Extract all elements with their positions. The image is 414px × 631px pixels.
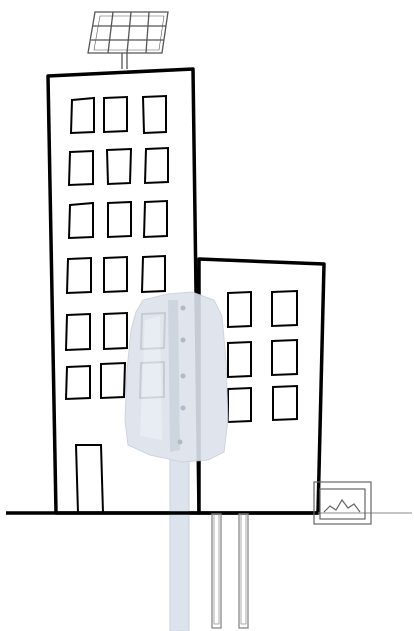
monitor-box <box>314 482 371 524</box>
solar-panel-mount <box>122 53 127 69</box>
underground-pipes <box>212 514 248 628</box>
solar-panel <box>88 12 168 53</box>
